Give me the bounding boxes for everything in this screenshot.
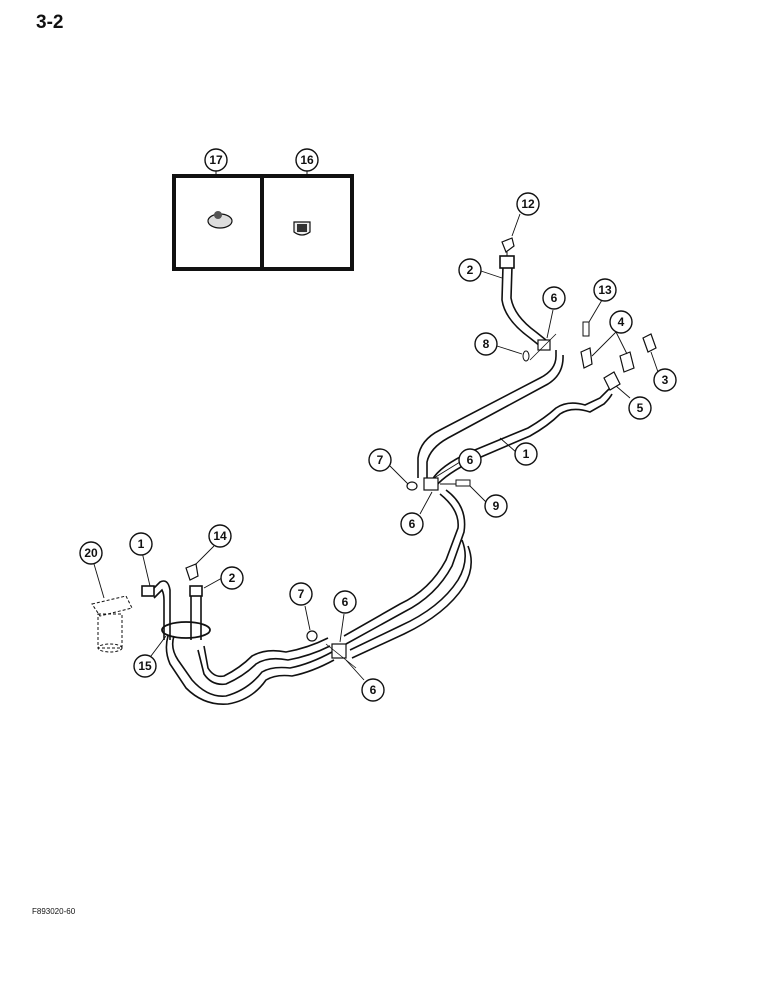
inset-box [172,165,354,271]
svg-text:1: 1 [523,447,530,461]
callout-3: 3 [653,368,677,392]
svg-text:5: 5 [637,401,644,415]
callout-2-top: 2 [458,258,482,282]
svg-text:2: 2 [229,571,236,585]
cap-7-low [306,630,318,642]
hose-2-left [189,585,203,640]
cap-7-mid [406,481,418,491]
fuel-line-to-filter [165,635,335,705]
svg-text:2: 2 [467,263,474,277]
callout-5: 5 [628,396,652,420]
callout-2-left: 2 [220,566,244,590]
callout-6-bottom: 6 [361,678,385,702]
svg-text:14: 14 [213,529,227,543]
fitting-3-icon [642,333,657,353]
fitting-16-icon [293,221,311,236]
page-number: 3-2 [36,12,64,33]
callout-7-low: 7 [289,582,313,606]
callout-17: 17 [204,148,228,172]
svg-text:3: 3 [662,373,669,387]
bolt-9 [440,479,471,487]
fitting-13-icon [580,321,593,369]
figure-code: F893020-60 [32,907,76,916]
svg-text:13: 13 [598,283,612,297]
callout-13: 13 [593,278,617,302]
fuel-line-1-upper [417,350,613,487]
fitting-4-icon [619,351,635,373]
washer-8 [522,350,530,362]
svg-text:6: 6 [370,683,377,697]
leader-lines [93,213,659,681]
callout-1-left: 1 [129,532,153,556]
pipe-1-left [141,580,171,640]
svg-text:9: 9 [493,499,500,513]
svg-text:8: 8 [483,337,490,351]
callout-15: 15 [133,654,157,678]
svg-text:6: 6 [467,453,474,467]
callout-6-mid: 6 [458,448,482,472]
callout-14: 14 [208,524,232,548]
callout-16: 16 [295,148,319,172]
tee-6-mid [423,477,439,491]
callout-1-mid: 1 [514,442,538,466]
callout-8: 8 [474,332,498,356]
svg-text:6: 6 [342,595,349,609]
callout-20: 20 [79,541,103,565]
callout-6-mid2: 6 [400,512,424,536]
svg-text:12: 12 [521,197,535,211]
callout-12: 12 [516,192,540,216]
svg-text:1: 1 [138,537,145,551]
fitting-12-icon [501,237,515,256]
svg-text:15: 15 [138,659,152,673]
svg-text:6: 6 [551,291,558,305]
svg-text:20: 20 [84,546,98,560]
svg-text:16: 16 [300,153,314,167]
fitting-14-icon [185,563,199,581]
svg-text:7: 7 [298,587,305,601]
filter-20-icon [91,595,133,653]
svg-text:6: 6 [409,517,416,531]
fuel-line-1-lower [343,489,472,659]
tee-6-low [325,643,357,669]
callout-7-mid: 7 [368,448,392,472]
callout-6-low: 6 [333,590,357,614]
clamp-15 [161,621,211,639]
svg-text:4: 4 [618,315,625,329]
nut-5-icon [603,371,621,391]
callout-9: 9 [484,494,508,518]
fitting-17-icon [207,211,233,229]
svg-text:17: 17 [209,153,223,167]
tee-6-top [529,333,557,361]
svg-text:7: 7 [377,453,384,467]
callout-6-top: 6 [542,286,566,310]
hose-2-top [499,255,547,347]
callout-4: 4 [609,310,633,334]
